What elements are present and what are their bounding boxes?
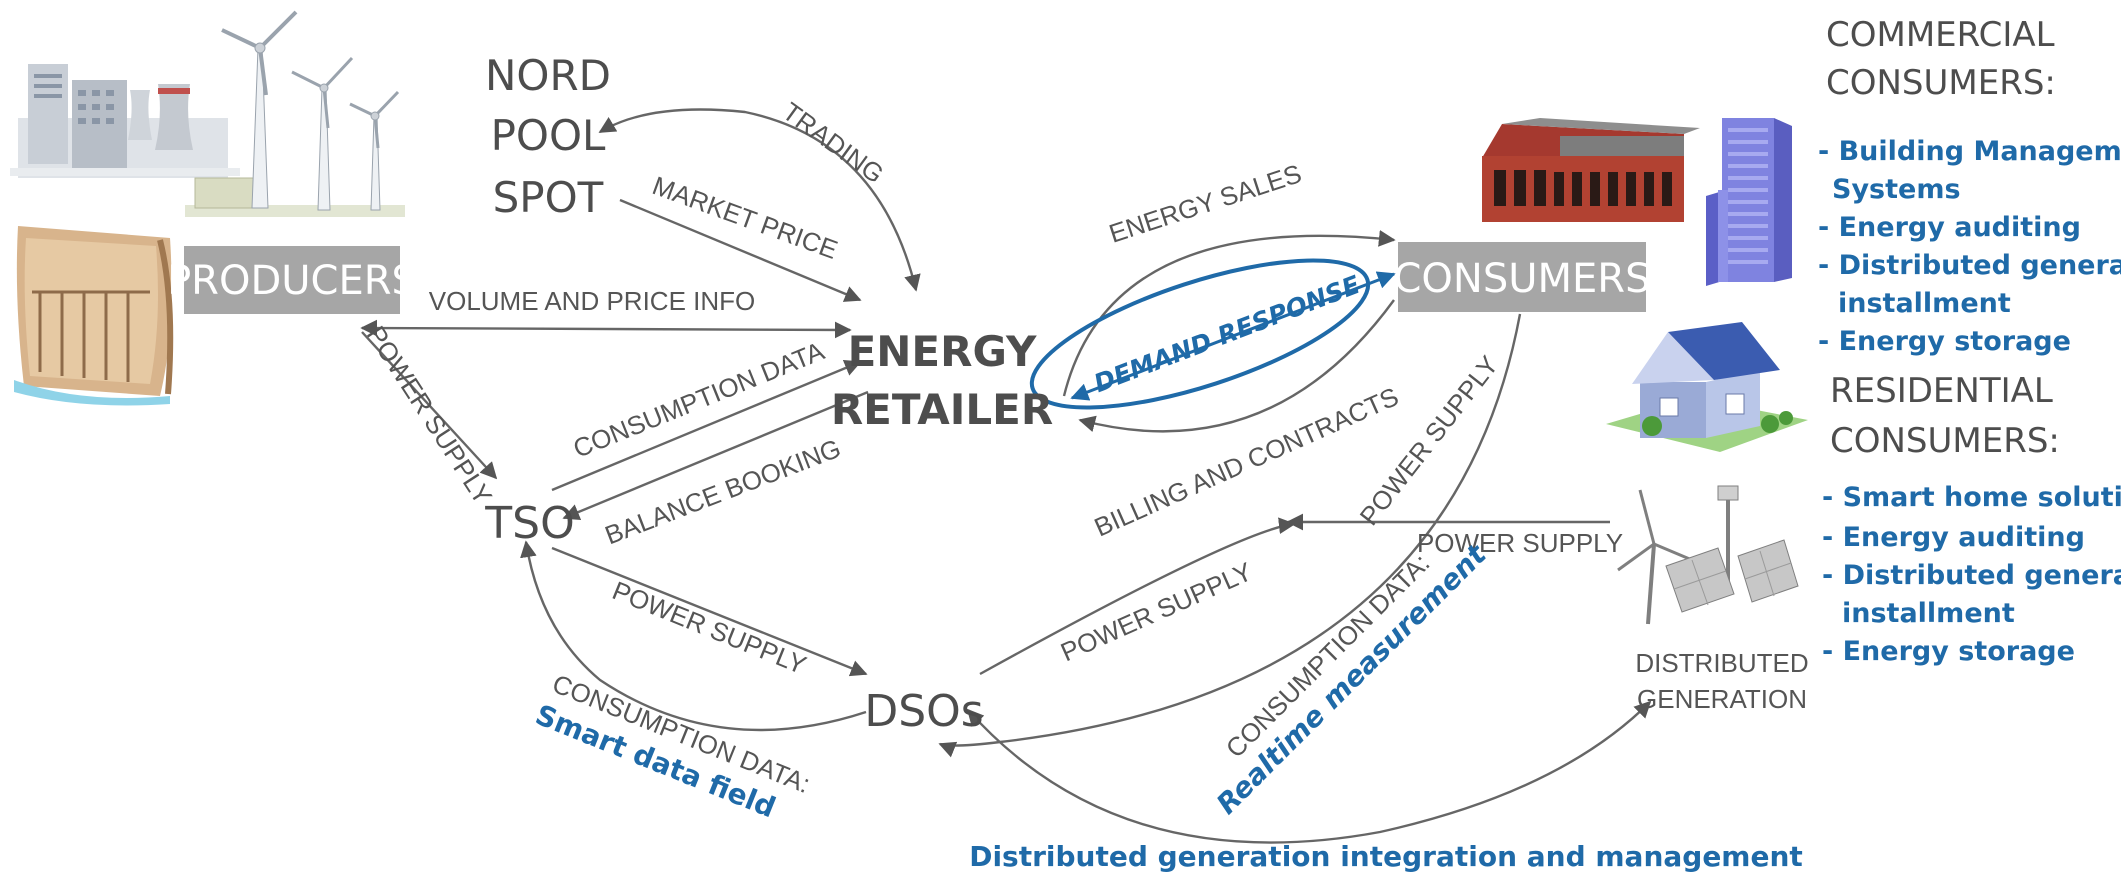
power-supply-producers-label: POWER SUPPLY [361,320,498,509]
house-illustration [1606,322,1808,452]
consumption-data-tso-arrow [551,360,862,492]
commercial-item-dg-line-1: - Distributed generation [1818,250,2121,281]
nord-pool-spot-node: NORD POOL SPOT [485,51,611,222]
power-supply-dg-label: POWER SUPPLY [1417,528,1623,558]
nord-pool-line-1: NORD [485,51,611,100]
nord-pool-line-3: SPOT [493,173,604,222]
commercial-item-auditing: - Energy auditing [1818,212,2081,243]
residential-item-dg-line-1: - Distributed generation [1822,560,2121,591]
producers-label: PRODUCERS [167,258,417,304]
energy-retailer-line-2: RETAILER [831,385,1053,434]
flow-arrows [360,108,1652,844]
dg-integration-arrow [966,700,1652,844]
commercial-item-storage: - Energy storage [1818,326,2071,357]
volume-price-label: VOLUME AND PRICE INFO [429,286,756,316]
consumers-label: CONSUMERS [1394,256,1651,302]
distributed-generation-line-1: DISTRIBUTED [1635,648,1808,678]
volume-price-arrow [360,319,852,339]
distributed-generation-node: DISTRIBUTED GENERATION [1635,648,1808,714]
factory-illustration [1482,118,1700,222]
power-supply-tso-dso-label: POWER SUPPLY [608,575,810,680]
power-plant-illustration [10,64,240,178]
hydro-dam-illustration [14,226,174,406]
consumption-data-tso-label: CONSUMPTION DATA [569,335,829,463]
commercial-consumers-panel: COMMERCIAL CONSUMERS: - Building Managem… [1818,15,2121,357]
energy-retailer-line-1: ENERGY [848,327,1037,376]
commercial-item-bms-line-1: - Building Management [1818,136,2121,167]
demand-response-arrow [1029,258,1396,410]
nord-pool-line-2: POOL [491,111,606,160]
residential-consumers-panel: RESIDENTIAL CONSUMERS: - Smart home solu… [1822,371,2121,667]
residential-item-storage: - Energy storage [1822,636,2075,667]
power-supply-producers-arrow [361,331,498,480]
residential-title-line-2: CONSUMERS: [1830,421,2060,461]
trading-arrow [598,108,921,292]
commercial-item-bms-line-2: Systems [1832,174,1961,205]
balance-booking-label: BALANCE BOOKING [601,433,845,551]
market-price-label: MARKET PRICE [649,170,842,265]
energy-sales-label: ENERGY SALES [1105,158,1305,248]
energy-retailer-node: ENERGY RETAILER [831,327,1053,434]
office-building-illustration [1706,118,1792,286]
residential-item-smart-home: - Smart home solutions [1822,482,2121,513]
power-supply-consumers-arrow [938,313,1522,758]
consumers-box [1398,242,1646,312]
distributed-generation-illustration [1617,485,1799,625]
commercial-item-dg-line-2: installment [1838,288,2011,319]
residential-item-auditing: - Energy auditing [1822,522,2085,553]
commercial-title-line-2: CONSUMERS: [1826,63,2056,103]
power-supply-tso-dso-arrow [551,546,868,677]
dsos-node: DSOs [864,686,983,737]
commercial-title-line-1: COMMERCIAL [1826,15,2055,55]
balance-booking-arrow [562,390,869,520]
producers-box [184,246,400,314]
power-supply-dso-consumers-label: POWER SUPPLY [1056,556,1257,667]
market-price-arrow [619,198,862,302]
power-supply-dso-consumers-arrow [979,517,1296,676]
dg-integration-label: Distributed generation integration and m… [969,840,1803,873]
trading-label: TRADING [777,96,889,189]
billing-contracts-label: BILLING AND CONTRACTS [1090,381,1403,542]
consumption-data-dso-arrow [520,540,867,732]
tso-node: TSO [484,498,574,549]
distributed-generation-line-2: GENERATION [1637,684,1807,714]
residential-title-line-1: RESIDENTIAL [1830,371,2053,411]
residential-item-dg-line-2: installment [1842,598,2015,629]
wind-turbines-illustration [185,10,405,217]
